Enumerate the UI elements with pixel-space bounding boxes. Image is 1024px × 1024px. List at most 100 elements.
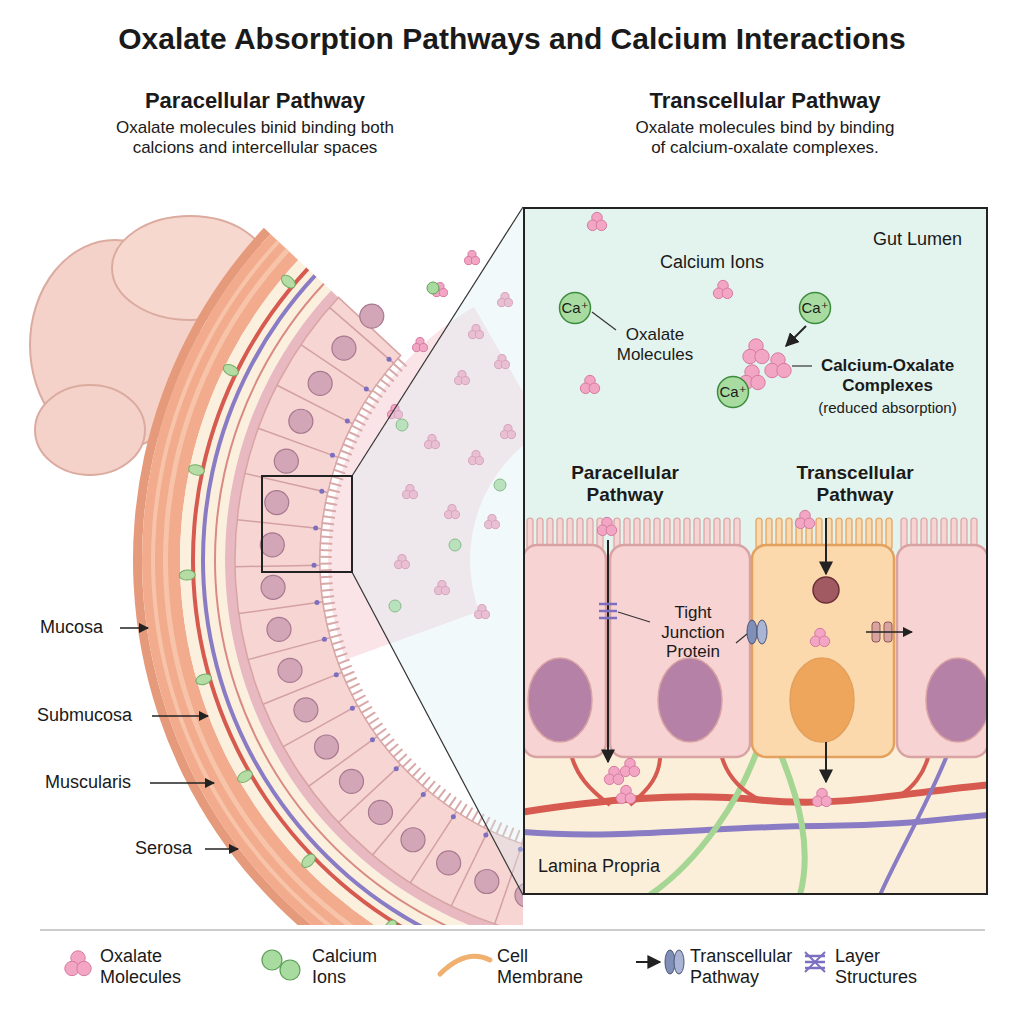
cell-nucleus	[267, 617, 291, 641]
binding-arrow	[786, 326, 806, 346]
calcium-oxalate-complex	[743, 339, 769, 364]
nerve-bundle	[188, 463, 206, 476]
cell-nucleus	[528, 658, 592, 742]
zoom-frame	[262, 476, 352, 572]
legend-label: Cell Membrane	[497, 946, 597, 987]
microvillus	[320, 563, 331, 565]
junction-mark	[330, 453, 335, 458]
cell-nucleus	[658, 658, 722, 742]
cell-nucleus	[289, 409, 313, 433]
microvillus	[380, 379, 389, 386]
microvillus	[398, 755, 406, 762]
layer-pointer	[205, 848, 238, 850]
microvillus	[389, 369, 397, 376]
leader-line	[592, 312, 616, 330]
oxalate-lobe	[596, 220, 607, 231]
microvillus	[338, 457, 348, 461]
microvillus	[341, 666, 351, 670]
nerve-bundle	[195, 672, 213, 686]
nerve-fiber	[778, 748, 805, 895]
cell-wall	[338, 765, 400, 823]
microvillus	[322, 590, 333, 591]
microvillus	[327, 622, 338, 624]
cell-nucleus	[368, 800, 392, 824]
lymph-vessel	[880, 748, 950, 895]
microvillus	[349, 684, 359, 689]
tight-junction	[599, 610, 617, 613]
cell-wall	[235, 565, 320, 566]
cell-nucleus	[437, 851, 461, 875]
section-subtitle: Oxalate molecules bind by binding of cal…	[630, 118, 900, 157]
legend-label: Transcellular Pathway	[690, 946, 820, 987]
microvillus	[372, 391, 381, 397]
oxalate-molecule	[810, 628, 829, 646]
oxalate-lobe	[755, 349, 769, 363]
legend-channel-sample	[674, 950, 684, 974]
efflux-arrow	[866, 631, 912, 633]
junction-mark	[370, 737, 375, 742]
leader-line	[618, 612, 650, 622]
calcium-ion-dot	[427, 282, 439, 294]
zoom-line	[352, 207, 523, 476]
microvillus	[321, 535, 332, 538]
oxalate-lobe	[77, 961, 91, 975]
callout-note: (reduced absorption)	[800, 399, 975, 416]
paracellular-arrow	[607, 540, 609, 762]
inset-illustration	[523, 207, 988, 895]
microvillus	[336, 463, 346, 467]
oxalate-molecule	[795, 510, 814, 528]
microvillus	[455, 801, 461, 810]
junction-mark	[394, 766, 399, 771]
microvillus	[472, 812, 477, 822]
oxalate-molecule	[713, 280, 732, 298]
microvillus	[394, 750, 402, 757]
microvillus	[417, 773, 424, 781]
microvillus	[323, 516, 334, 518]
microvillus	[377, 729, 386, 735]
cell-nucleus	[926, 658, 988, 742]
oxalate-lobe	[819, 636, 830, 647]
microvillus	[322, 596, 333, 597]
cell-wall	[263, 672, 342, 704]
pathway-label: Transcellular Pathway	[780, 462, 930, 506]
microvillus	[422, 777, 429, 785]
transcellular-arrow	[825, 742, 827, 782]
microvillus	[355, 420, 365, 425]
transcellular-arrow	[825, 518, 827, 574]
cell-nucleus	[401, 828, 425, 852]
gut-lumen-background	[523, 207, 988, 895]
microvillus	[365, 713, 374, 719]
layer-label: Muscularis	[45, 772, 165, 793]
microvillus	[329, 628, 340, 631]
oxalate-molecule	[597, 517, 616, 535]
inset-panel: Gut LumenCa⁺Ca⁺Ca⁺	[523, 207, 988, 895]
oxalate-molecule	[465, 251, 480, 265]
layer-label: Submucosa	[37, 705, 157, 726]
nerve-fiber	[650, 748, 758, 895]
oxalate-lobe	[821, 796, 832, 807]
layer-label: Serosa	[135, 838, 225, 859]
zoom-line	[352, 572, 523, 895]
microvillus	[323, 603, 334, 605]
nerve-bundle	[236, 768, 255, 785]
cell-wall	[239, 602, 323, 614]
microvillus	[362, 408, 371, 414]
microvillus	[336, 654, 346, 658]
layer-pointer	[120, 627, 148, 629]
microvillus	[461, 805, 467, 814]
microvillus	[412, 769, 420, 777]
microvillus	[324, 609, 335, 611]
cell-nucleus	[790, 658, 854, 742]
epithelial-cell	[752, 545, 894, 757]
microvillus	[321, 582, 332, 585]
cell-nucleus	[260, 533, 284, 557]
cell-nucleus	[274, 449, 298, 473]
cell-nucleus	[261, 575, 285, 599]
cell-nucleus	[308, 371, 332, 395]
oxalate-lobe	[471, 256, 479, 264]
layer-pointer	[152, 715, 208, 717]
microvillus	[362, 707, 371, 713]
epithelial-cell	[610, 545, 750, 757]
legend-swatch	[636, 950, 684, 974]
